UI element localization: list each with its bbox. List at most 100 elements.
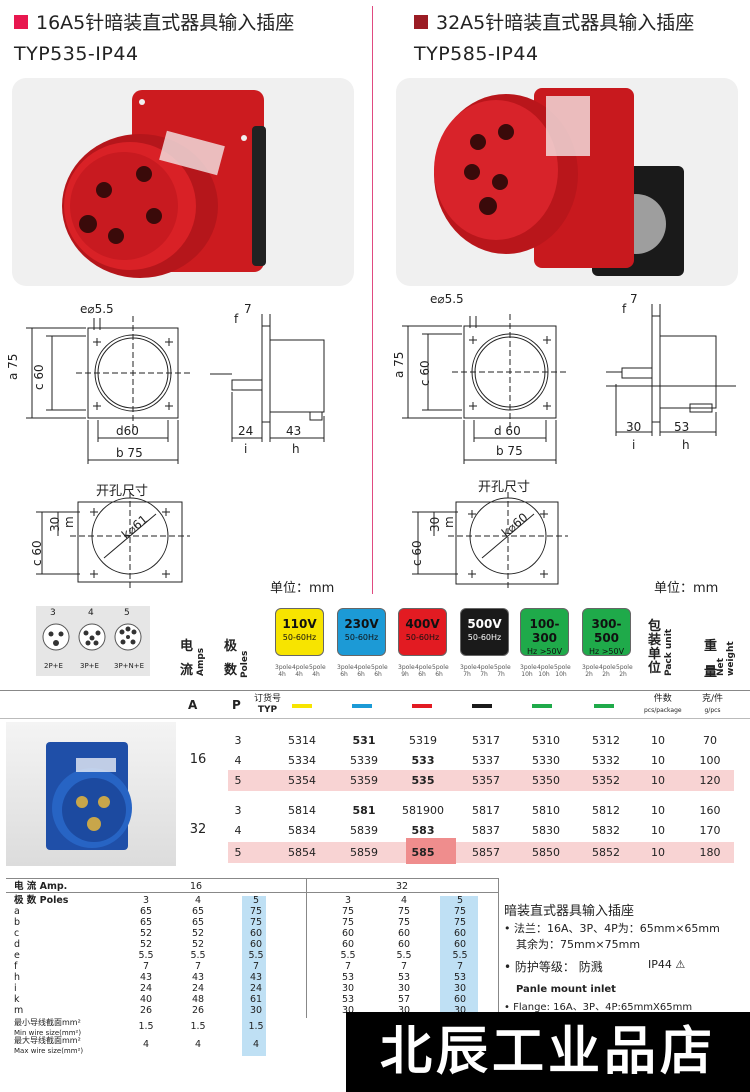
spec-value-cell: 43 (249, 972, 263, 983)
dim-b: b 75 (496, 444, 523, 458)
weight-header-en: Net weight (716, 641, 736, 676)
spec-value-cell: 30 (397, 983, 411, 994)
spec-value-cell: 75 (397, 917, 411, 928)
spec-value-cell: 5.5 (190, 950, 206, 961)
spec-value-cell: 75 (249, 906, 263, 917)
spec-value-cell: 43 (191, 972, 205, 983)
dim-c: c 60 (418, 360, 432, 386)
dim-h-value: 43 (286, 424, 302, 438)
spec-value-cell: 5.5 (396, 950, 412, 961)
order-code-cell: 5830 (532, 824, 560, 837)
spec-row-key: b (14, 917, 21, 928)
pack-unit-en: pcs/package (644, 707, 682, 714)
pole-spec-label: 3pole 9h (398, 664, 415, 678)
spec-value-cell: 7 (456, 961, 464, 972)
product-heading-left: 16A5针暗装直式器具输入插座 TYP535-IP44 (14, 8, 294, 65)
spec-poles-cell: 5 (252, 895, 260, 906)
spec-value-cell: 7 (400, 961, 408, 972)
pole-spec-label: 4pole 7h (477, 664, 494, 678)
spec-value-cell: 53 (341, 972, 355, 983)
header-char: 电 (180, 639, 194, 654)
spec-row-key: h (14, 972, 21, 983)
product-photo-32a (396, 78, 738, 286)
spec-row-key: i (14, 983, 17, 994)
voltage-value: 300-500 (591, 617, 622, 645)
header-char: 极 (224, 639, 238, 654)
unit-label: 单位：mm (270, 581, 335, 596)
order-code-cell: 5834 (288, 824, 316, 837)
pole-spec-label: 3pole 2h (582, 664, 599, 678)
spec-value-cell: 30 (341, 1005, 355, 1016)
notes-ip-code: IP44 ⚠ (648, 958, 686, 971)
order-code-cell: 581 (352, 804, 376, 817)
voltage-color-bar (532, 704, 552, 708)
spec-value-cell: 60 (453, 994, 467, 1005)
weight-unit-header: 克/件 g/pcs (702, 694, 723, 716)
dim-m-value: 30 (428, 516, 442, 532)
spec-value-cell: 75 (453, 917, 467, 928)
pin-label: 3P+E (80, 662, 99, 670)
spec-value-cell: 24 (249, 983, 263, 994)
spec-value-cell: 75 (341, 917, 355, 928)
order-code-cell: 535 (411, 774, 435, 787)
poles-cell: 3 (234, 734, 242, 747)
spec-value-cell: 30 (341, 983, 355, 994)
pole-spec-label: 5pole 4h (309, 664, 326, 678)
spec-poles-cell: 4 (400, 895, 408, 906)
voltage-value: 500V (467, 617, 502, 631)
spec-value-cell: 4 (142, 1039, 150, 1050)
highlight-row (228, 770, 734, 791)
spec-value-cell: 30 (249, 1005, 263, 1016)
voltage-value: 100-300 (529, 617, 560, 645)
dim-i: i (244, 442, 248, 456)
product-model: TYP585-IP44 (414, 43, 539, 65)
spec-current-label: 电 流 Amp. (14, 881, 68, 892)
poles-cell: 5 (234, 846, 242, 859)
highlight-col-16a (242, 896, 266, 1056)
spec-value-cell: 65 (139, 917, 153, 928)
pole-spec-label: 4pole 10h (537, 664, 554, 678)
order-code-cell: 5339 (350, 754, 378, 767)
poles-header: 极 数 (224, 640, 237, 678)
pin-number: 5 (124, 608, 130, 618)
weight-header: 重 量 (704, 640, 717, 680)
order-code-cell: 5312 (592, 734, 620, 747)
spec-value-cell: 30 (453, 983, 467, 994)
spec-value-cell: 48 (191, 994, 205, 1005)
dim-m: m (442, 516, 456, 528)
order-code-cell: 5350 (532, 774, 560, 787)
frequency-label: 50-60Hz (405, 633, 440, 642)
spec-value-cell: 1.5 (190, 1021, 206, 1032)
spec-value-cell: 24 (139, 983, 153, 994)
dim-a: a 75 (392, 351, 406, 378)
technical-drawing-32a (402, 304, 736, 588)
pack-unit-header: 件数 pcs/package (644, 694, 682, 716)
spec-row-key: d (14, 939, 21, 950)
spec-value-cell: 65 (191, 917, 205, 928)
spec-value-cell: 61 (249, 994, 263, 1005)
product-title: 16A5针暗装直式器具输入插座 (36, 12, 295, 34)
weight-cell: 120 (699, 774, 721, 787)
spec-line (6, 878, 498, 879)
spec-value-cell: 75 (249, 917, 263, 928)
highlight-col-32a (440, 896, 478, 1016)
pack-cell: 10 (651, 774, 665, 787)
order-code-cell: 5859 (350, 846, 378, 859)
weight-cell: 100 (699, 754, 721, 767)
pole-spec-label: 4pole 4h (292, 664, 309, 678)
spec-value-cell: 60 (341, 939, 355, 950)
spec-value-cell: 53 (453, 972, 467, 983)
pack-header: 包 装 单 位 (648, 620, 661, 676)
product-heading-right: 32A5针暗装直式器具输入插座 TYP585-IP44 (414, 8, 694, 65)
spec-value-cell: 40 (139, 994, 153, 1005)
highlight-row (228, 842, 734, 863)
weight-cell: 180 (699, 846, 721, 859)
order-code-cell: 5337 (472, 754, 500, 767)
spec-value-cell: 52 (191, 939, 205, 950)
pack-cell: 10 (651, 824, 665, 837)
cutout-title: 开孔尺寸 (96, 484, 149, 499)
dim-f: f (622, 302, 627, 316)
voltage-color-bar (352, 704, 372, 708)
